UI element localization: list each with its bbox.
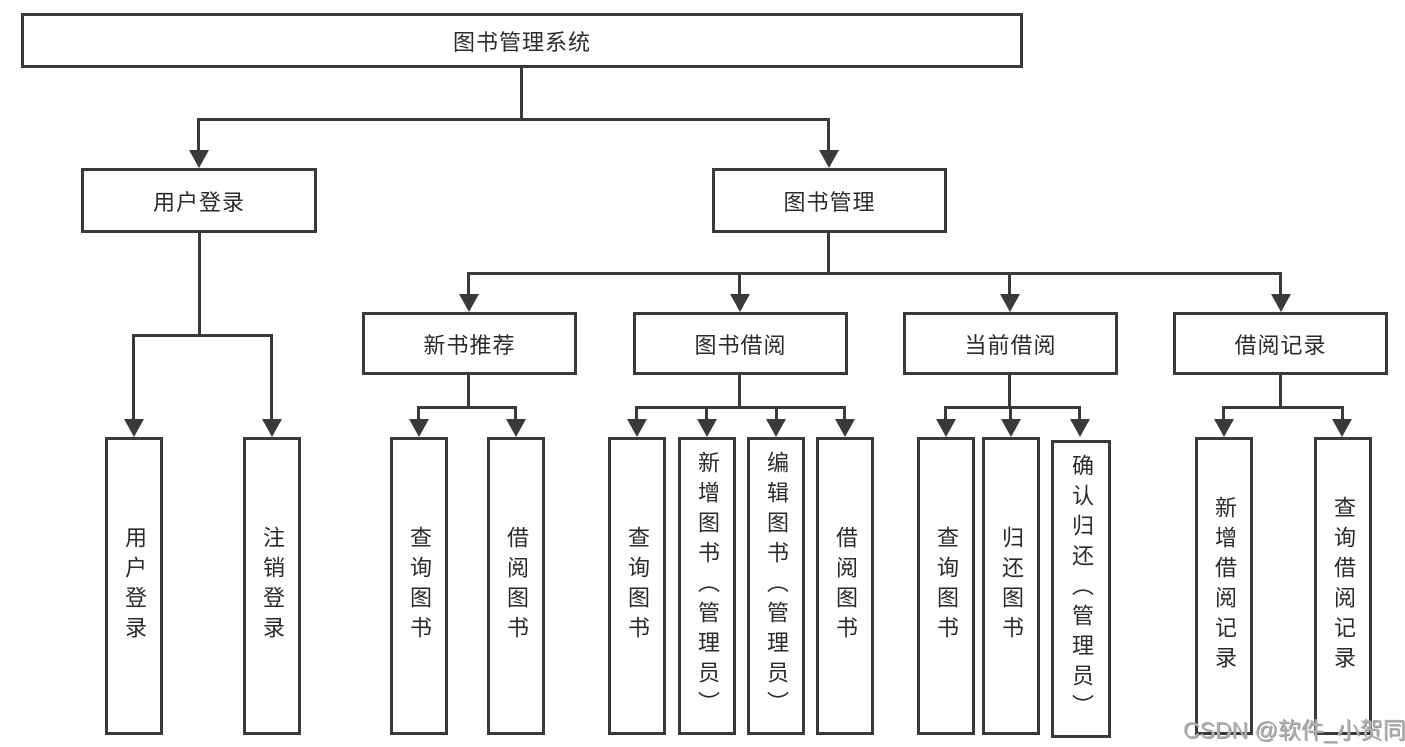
connector-line [1078,406,1081,421]
leaf-add-book-admin: 新增图书（管理员） [678,437,736,735]
leaf-query-books-current-label: 查询图书 [934,526,959,646]
leaf-add-borrow-record-label: 新增借阅记录 [1212,496,1237,676]
connector-line [1009,406,1012,421]
node-current-borrowing-label: 当前借阅 [964,332,1057,358]
csdn-watermark: CSDN @软件_小贺同学 [1183,717,1405,743]
connector-line [198,231,201,337]
leaf-query-borrow-record-label: 查询借阅记录 [1331,496,1356,676]
connector-line [1222,406,1225,421]
leaf-query-books-borrowing: 查询图书 [608,437,666,735]
leaf-return-books-label: 归还图书 [999,526,1024,646]
connector-line [417,406,420,421]
arrow-down-icon [506,419,526,437]
leaf-borrow-books-recommend: 借阅图书 [487,437,545,735]
connector-line [514,406,517,421]
connector-line [467,272,1282,275]
connector-line [738,373,741,409]
connector-line [132,334,273,337]
arrow-down-icon [189,150,209,168]
node-user-login: 用户登录 [81,168,317,233]
connector-line [635,406,638,421]
leaf-query-books-borrowing-label: 查询图书 [625,526,650,646]
connector-line [827,118,830,152]
arrow-down-icon [697,419,717,437]
node-root: 图书管理系统 [21,13,1023,68]
arrow-down-icon [1070,419,1090,437]
leaf-logout-label: 注销登录 [260,526,285,646]
node-new-book-recommendation: 新书推荐 [362,312,577,375]
connector-line [417,406,517,409]
connector-line [944,406,947,421]
leaf-user-login: 用户登录 [105,437,163,735]
leaf-query-books-recommend-label: 查询图书 [407,526,432,646]
connector-line [843,406,846,421]
connector-line [467,272,470,296]
leaf-return-books: 归还图书 [982,437,1040,735]
connector-line [1222,406,1344,409]
connector-line [827,231,830,275]
node-book-management: 图书管理 [712,168,947,233]
connector-line [1008,272,1011,296]
leaf-query-books-current: 查询图书 [917,437,975,735]
arrow-down-icon [459,294,479,312]
arrow-down-icon [766,419,786,437]
arrow-down-icon [936,419,956,437]
node-root-label: 图书管理系统 [452,29,591,55]
leaf-add-borrow-record: 新增借阅记录 [1195,437,1253,735]
node-current-borrowing: 当前借阅 [903,312,1118,375]
connector-line [467,373,470,409]
connector-line [738,272,741,296]
arrow-down-icon [1271,294,1291,312]
leaf-borrow-books-borrowing-label: 借阅图书 [833,526,858,646]
connector-line [197,118,830,121]
arrow-down-icon [262,419,282,437]
arrow-down-icon [730,294,750,312]
leaf-logout: 注销登录 [243,437,301,735]
leaf-confirm-return-admin: 确认归还（管理员） [1051,440,1111,738]
arrow-down-icon [819,150,839,168]
arrow-down-icon [1001,419,1021,437]
leaf-query-books-recommend: 查询图书 [390,437,448,735]
connector-line [1279,272,1282,296]
leaf-user-login-label: 用户登录 [122,526,147,646]
connector-line [1008,373,1011,409]
leaf-add-book-admin-label: 新增图书（管理员） [695,451,720,721]
connector-line [520,66,523,119]
connector-line [1279,373,1282,409]
connector-line [1341,406,1344,421]
arrow-down-icon [124,419,144,437]
leaf-confirm-return-admin-label: 确认归还（管理员） [1069,454,1094,724]
leaf-edit-book-admin-label: 编辑图书（管理员） [764,451,789,721]
arrow-down-icon [1332,419,1352,437]
arrow-down-icon [409,419,429,437]
connector-line [132,334,135,420]
leaf-borrow-books-recommend-label: 借阅图书 [504,526,529,646]
connector-line [635,406,846,409]
connector-line [944,406,1081,409]
arrow-down-icon [1000,294,1020,312]
node-borrowing-records: 借阅记录 [1173,312,1388,375]
arrow-down-icon [627,419,647,437]
connector-line [775,406,778,421]
connector-line [270,334,273,420]
node-new-book-recommendation-label: 新书推荐 [423,332,516,358]
leaf-query-borrow-record: 查询借阅记录 [1314,437,1372,735]
arrow-down-icon [835,419,855,437]
node-borrowing-records-label: 借阅记录 [1234,332,1327,358]
node-book-borrowing-label: 图书借阅 [694,332,787,358]
connector-line [705,406,708,421]
node-user-login-label: 用户登录 [152,189,245,215]
node-book-management-label: 图书管理 [783,189,876,215]
leaf-edit-book-admin: 编辑图书（管理员） [747,437,805,735]
arrow-down-icon [1214,419,1234,437]
leaf-borrow-books-borrowing: 借阅图书 [816,437,874,735]
node-book-borrowing: 图书借阅 [633,312,848,375]
connector-line [197,118,200,152]
